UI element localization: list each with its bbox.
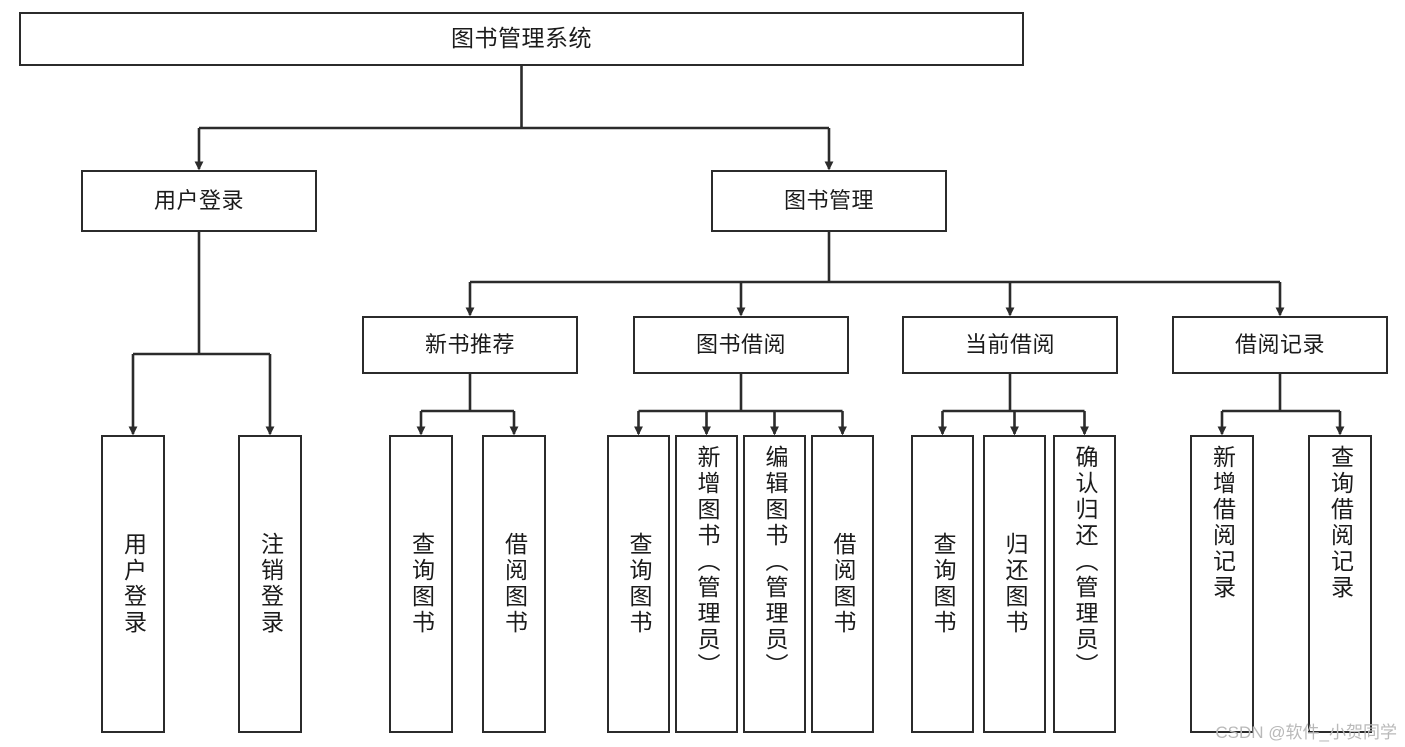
node-book-management[interactable]: 图书管理	[711, 170, 947, 232]
node-label: 用户登录	[120, 532, 147, 636]
node-leaf-add-borrow-record[interactable]: 新增借阅记录	[1190, 435, 1254, 733]
node-leaf-return-book[interactable]: 归还图书	[983, 435, 1046, 733]
node-label: 当前借阅	[964, 332, 1055, 358]
node-label: 图书借阅	[695, 332, 786, 358]
node-leaf-user-logout[interactable]: 注销登录	[238, 435, 302, 733]
node-label: 新增图书（管理员）	[694, 445, 720, 679]
node-label: 图书管理	[783, 188, 874, 214]
node-leaf-confirm-return-admin[interactable]: 确认归还（管理员）	[1053, 435, 1116, 733]
node-user-login[interactable]: 用户登录	[81, 170, 317, 232]
node-label: 注销登录	[257, 532, 284, 636]
node-label: 新书推荐	[424, 332, 515, 358]
node-leaf-user-login[interactable]: 用户登录	[101, 435, 165, 733]
watermark-text: CSDN @软件_小贺同学	[1215, 723, 1397, 742]
node-leaf-borrow-book-new[interactable]: 借阅图书	[482, 435, 546, 733]
node-leaf-borrow-book[interactable]: 借阅图书	[811, 435, 874, 733]
node-label: 查询图书	[626, 532, 652, 636]
node-current-borrow[interactable]: 当前借阅	[902, 316, 1118, 374]
node-leaf-query-book-current[interactable]: 查询图书	[911, 435, 974, 733]
node-label: 图书管理系统	[451, 25, 592, 52]
node-label: 借阅记录	[1234, 332, 1325, 358]
node-label: 用户登录	[153, 188, 244, 214]
node-root[interactable]: 图书管理系统	[19, 12, 1024, 66]
node-leaf-edit-book-admin[interactable]: 编辑图书（管理员）	[743, 435, 806, 733]
node-book-borrow[interactable]: 图书借阅	[633, 316, 849, 374]
node-label: 归还图书	[1002, 532, 1028, 636]
node-borrow-record[interactable]: 借阅记录	[1172, 316, 1388, 374]
node-label: 查询图书	[408, 532, 435, 636]
node-leaf-add-book-admin[interactable]: 新增图书（管理员）	[675, 435, 738, 733]
node-label: 借阅图书	[830, 532, 856, 636]
node-leaf-query-book-borrow[interactable]: 查询图书	[607, 435, 670, 733]
node-label: 查询图书	[930, 532, 956, 636]
node-leaf-query-borrow-record[interactable]: 查询借阅记录	[1308, 435, 1372, 733]
node-label: 查询借阅记录	[1327, 445, 1354, 601]
edge-group	[128, 66, 1345, 436]
node-label: 新增借阅记录	[1209, 445, 1236, 601]
node-new-book-recommend[interactable]: 新书推荐	[362, 316, 578, 374]
node-label: 确认归还（管理员）	[1072, 445, 1098, 679]
node-label: 编辑图书（管理员）	[762, 445, 788, 679]
node-leaf-query-book-new[interactable]: 查询图书	[389, 435, 453, 733]
node-label: 借阅图书	[501, 532, 528, 636]
